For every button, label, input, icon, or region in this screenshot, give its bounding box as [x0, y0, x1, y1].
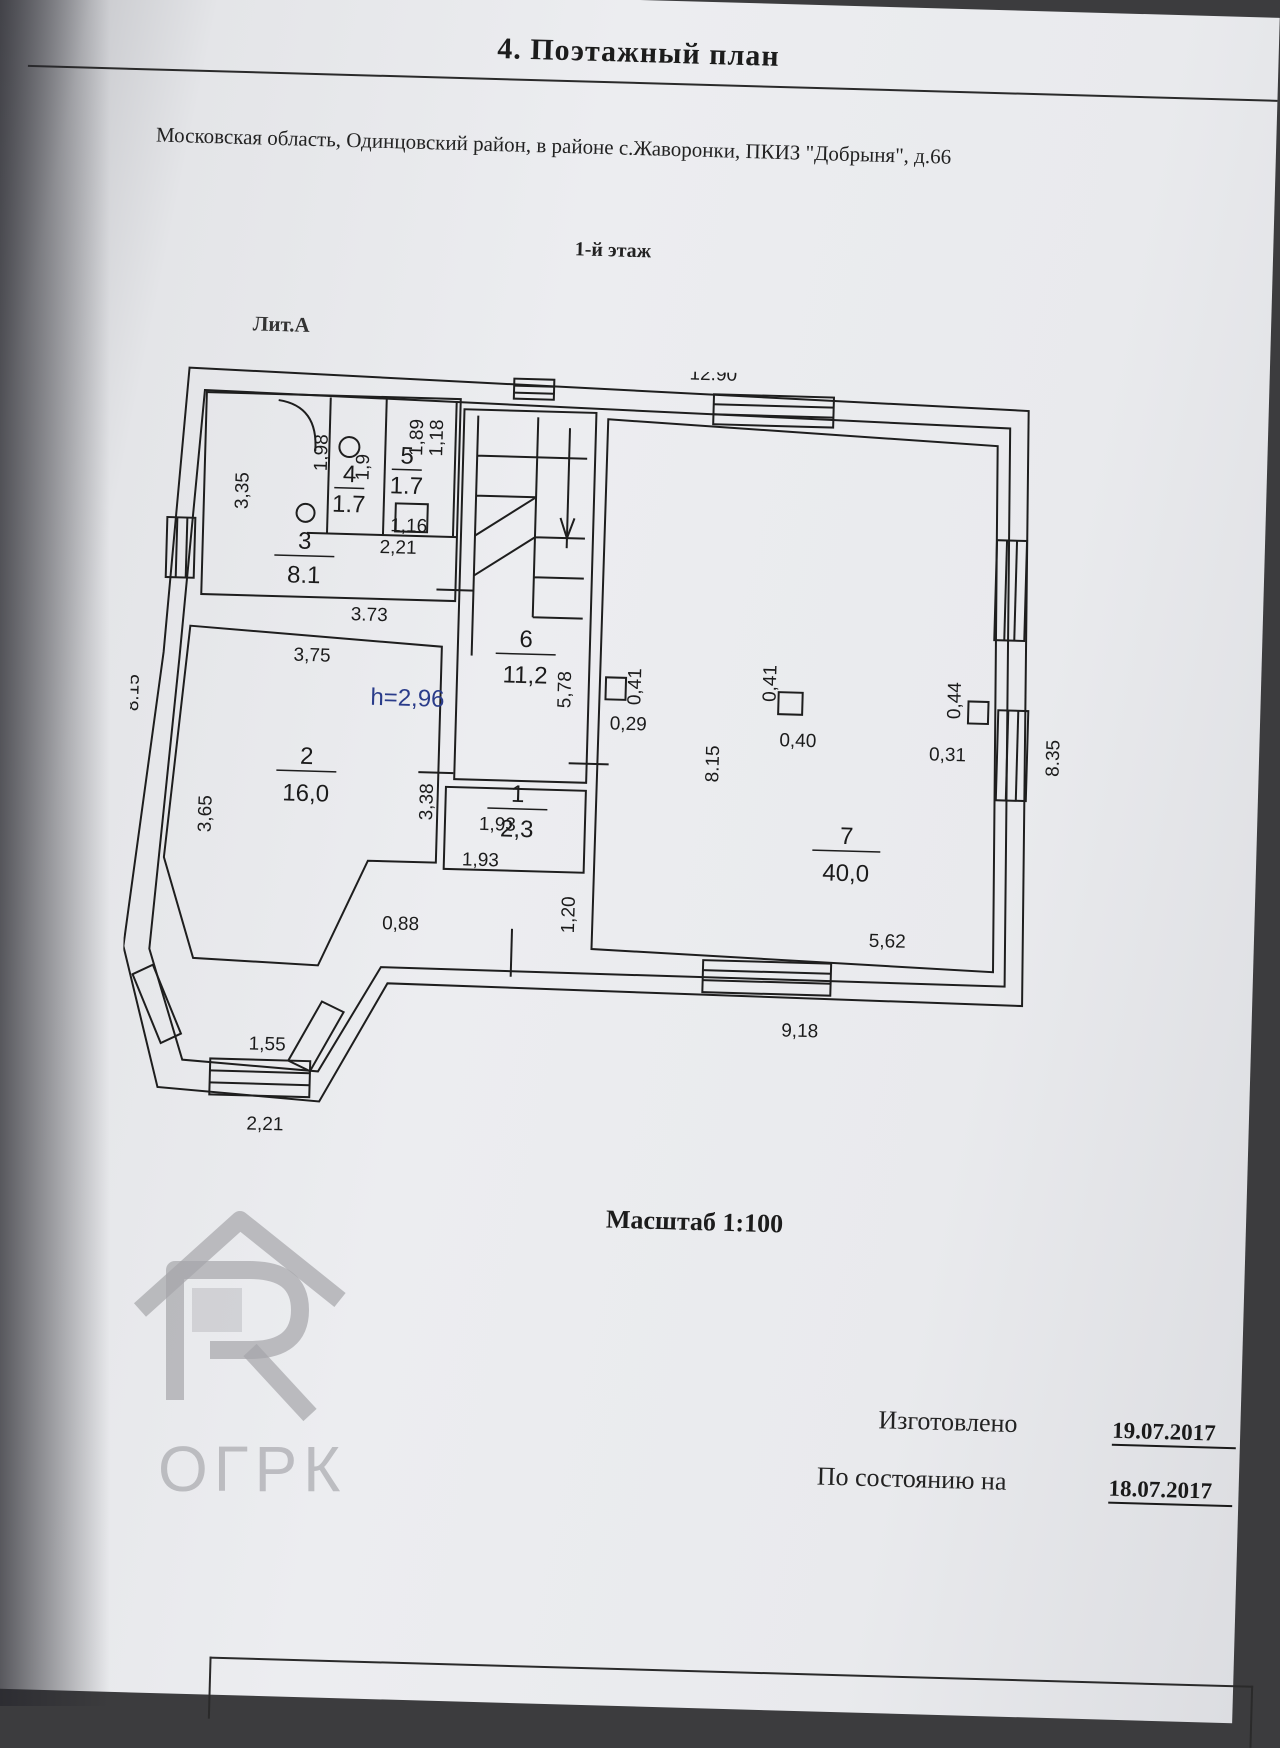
room-2-number: 2 [300, 743, 314, 770]
dim-col-b-w: 0,40 [779, 730, 817, 752]
room-5-number: 5 [400, 442, 414, 469]
made-label: Изготовлено [878, 1405, 1018, 1439]
room-5-area: 1.7 [389, 472, 423, 500]
dim-r7-height: 8.15 [702, 745, 724, 783]
room-4-area: 1.7 [332, 491, 366, 519]
room-2-area: 16,0 [282, 779, 329, 807]
dim-r6-height: 5,78 [554, 671, 576, 709]
dim-r7-bottom: 5,62 [869, 931, 907, 953]
dim-bay-inner: 1,55 [248, 1033, 286, 1055]
dim-r3-sub: 2,21 [379, 537, 417, 559]
dim-r3-height: 3,35 [232, 472, 254, 510]
dim-col-c-h: 0,44 [944, 681, 966, 719]
state-date: 18.07.2017 [1108, 1475, 1233, 1508]
inner-wall [148, 388, 1012, 1073]
room-1-outline [442, 785, 587, 874]
dim-r4-depth: 1,98 [311, 434, 333, 472]
room-3-area: 8.1 [287, 561, 321, 589]
room-3-number: 3 [298, 528, 312, 555]
room-7-number: 7 [840, 823, 854, 850]
room-6-outline [453, 408, 598, 784]
document-heading: 4. Поэтажный план [496, 32, 781, 73]
room-7-outline [590, 418, 999, 974]
dim-col-c-w: 0,31 [929, 744, 967, 766]
room-6-number: 6 [519, 626, 533, 653]
dim-r3-width: 3.73 [350, 604, 388, 626]
dim-r5-inner: 1,18 [426, 419, 448, 457]
next-section-frame [207, 1656, 1254, 1748]
dim-right-total: 8.35 [1042, 740, 1064, 778]
room-1-area: 2,3 [500, 815, 534, 843]
dim-r5-width: 1,16 [390, 515, 428, 537]
room-2-outline [162, 624, 443, 967]
plan-scale: Масштаб 1:100 [605, 1204, 784, 1239]
state-label: По состоянию на [816, 1461, 1007, 1496]
property-address: Московская область, Одинцовский район, в… [155, 122, 952, 169]
floor-label: 1-й этаж [574, 238, 652, 263]
dim-r2-notch: 0,88 [382, 913, 420, 935]
room-7-area: 40,0 [822, 859, 869, 887]
outer-wall [122, 366, 1030, 1103]
watermark-logo-icon [133, 1211, 346, 1422]
dim-col-a-h: 0,41 [624, 668, 646, 706]
dim-left-total: 8.15 [122, 674, 144, 712]
dim-r2-right: 3,38 [416, 783, 438, 821]
dim-r2-left: 3,65 [195, 795, 217, 833]
dim-bottom-left: 2,21 [246, 1113, 284, 1135]
dim-r2-top: 3,75 [293, 645, 331, 667]
room-3-outline [200, 391, 462, 603]
ceiling-height: h=2,96 [370, 684, 445, 713]
room-6-area: 11,2 [502, 661, 548, 689]
room-4-number: 4 [343, 461, 357, 488]
dim-r5-depth: 1,89 [406, 419, 428, 457]
made-date: 19.07.2017 [1111, 1417, 1237, 1450]
dim-col-a-w: 0,29 [609, 713, 647, 735]
floor-plan: 1 2,3 2 16,0 3 8.1 4 1.7 5 1.7 6 11,2 7 … [122, 364, 1065, 1136]
building-label: Лит.А [252, 311, 311, 337]
room-1-number: 1 [511, 781, 525, 808]
dim-r6-bottom: 1,93 [479, 814, 517, 836]
dim-r4-width: 1,9 [352, 454, 374, 481]
dim-bottom-right: 9,18 [781, 1020, 819, 1042]
dim-r1-top: 1,93 [462, 849, 500, 871]
dim-r1-height: 1,20 [558, 896, 580, 934]
windows [131, 377, 1030, 1099]
watermark-text: ОГРК [158, 1433, 347, 1505]
dim-top-total: 12.90 [689, 364, 737, 386]
dim-col-b-h: 0,41 [759, 665, 781, 703]
